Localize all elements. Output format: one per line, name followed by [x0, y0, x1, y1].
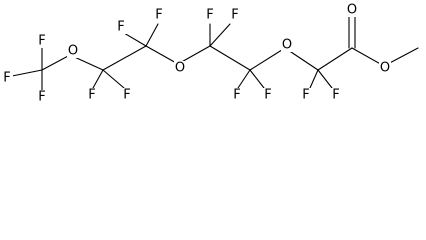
- atom-label-f10: F: [233, 88, 240, 103]
- atom-label-f5: F: [123, 88, 130, 103]
- atom-mask-f10: [231, 88, 243, 102]
- bond-c7-o5: [351, 47, 385, 67]
- atom-label-o5: O: [380, 61, 390, 76]
- bond-c5-o3: [249, 47, 286, 71]
- bond-c4-f9: [209, 23, 231, 47]
- bond-c6-f13: [317, 69, 333, 89]
- atom-mask-f6: [115, 20, 127, 34]
- molecular-structure-diagram: F F F O F F F F O F F F F O F F O O: [1, 3, 419, 105]
- atom-label-o4: O: [347, 3, 357, 18]
- bond-c4-c5: [209, 45, 251, 71]
- bond-c2-f5: [102, 69, 125, 89]
- bond-c1-f2: [11, 69, 43, 77]
- atom-mask-f8: [204, 8, 216, 22]
- bond-c6-c7: [317, 47, 353, 71]
- atom-mask-f2: [1, 71, 13, 85]
- atom-label-f8: F: [206, 8, 213, 23]
- atom-mask-f3: [36, 90, 48, 104]
- atom-label-o1: O: [68, 44, 78, 59]
- bond-c3-f7: [145, 23, 159, 47]
- bond-c5-f11: [249, 69, 265, 89]
- atom-label-f9: F: [231, 8, 238, 23]
- bond-c2-f4: [92, 69, 104, 89]
- bond-c5-f10: [237, 69, 251, 89]
- atom-label-f3: F: [38, 90, 45, 105]
- atom-mask-f7: [153, 8, 165, 22]
- atom-label-o2: O: [175, 61, 185, 76]
- atom-label-f7: F: [155, 8, 162, 23]
- atom-mask-f13: [330, 88, 342, 102]
- atom-mask-o1: [67, 44, 79, 58]
- bond-c6-f12: [309, 69, 319, 89]
- atom-mask-o5: [379, 61, 391, 75]
- atom-label-f1: F: [38, 34, 45, 49]
- atom-label-f11: F: [264, 88, 271, 103]
- atom-label-f4: F: [88, 88, 95, 103]
- bond-c3-o2: [145, 45, 179, 65]
- atom-mask-o3: [281, 38, 293, 52]
- bond-c3-f6: [123, 32, 147, 47]
- atom-mask-o2: [174, 61, 186, 75]
- atom-mask-f1: [36, 34, 48, 48]
- atom-mask-o4: [346, 3, 358, 17]
- atom-mask-f11: [262, 88, 274, 102]
- atom-label-f2: F: [3, 71, 10, 86]
- bond-c1-o1: [41, 54, 71, 71]
- atom-label-f13: F: [332, 88, 339, 103]
- atom-label-f6: F: [117, 20, 124, 35]
- atom-mask-f4: [86, 88, 98, 102]
- atom-mask-f9: [229, 8, 241, 22]
- atom-labels: F F F O F F F F O F F F F O F F O O: [1, 3, 391, 105]
- bond-c2-c3: [102, 45, 147, 71]
- atom-mask-f12: [300, 88, 312, 102]
- atom-mask-f5: [121, 88, 133, 102]
- atom-label-f12: F: [302, 88, 309, 103]
- atom-label-o3: O: [282, 38, 292, 53]
